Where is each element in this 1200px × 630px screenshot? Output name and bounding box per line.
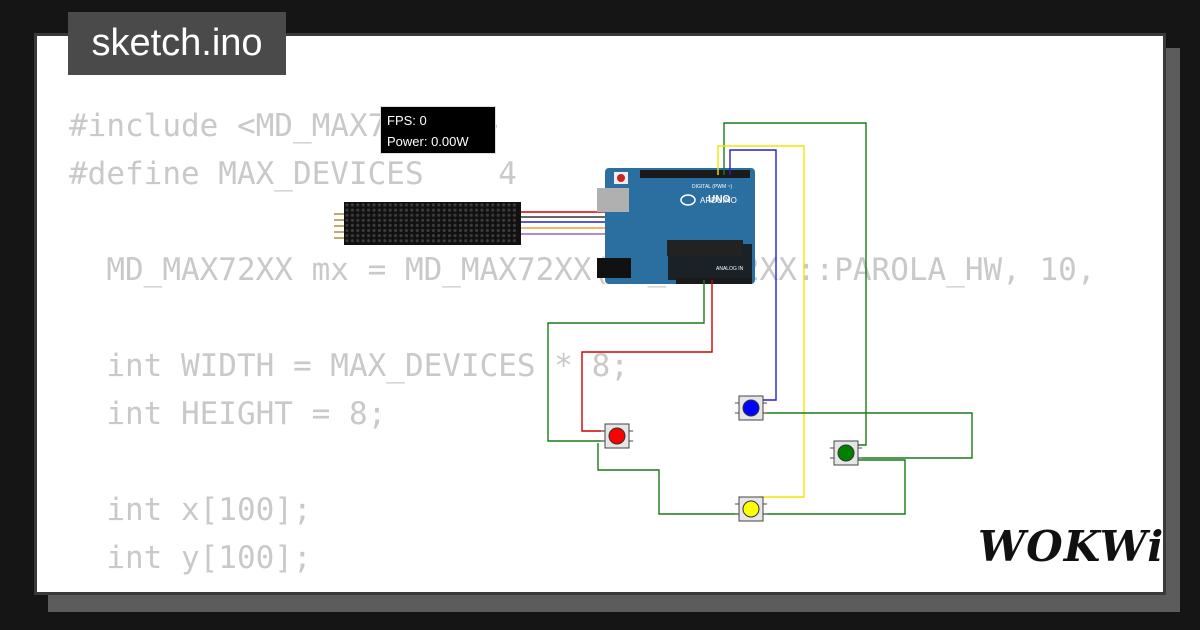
button-wires xyxy=(547,122,973,515)
digital-header-label: DIGITAL (PWM ~) xyxy=(692,184,732,190)
simulation-overlay: FPS: 0 Power: 0.00W xyxy=(380,106,496,154)
code-line: int WIDTH = MAX_DEVICES * 8; xyxy=(69,348,629,384)
green-pushbutton[interactable] xyxy=(829,440,863,466)
code-line: int x[100]; xyxy=(69,492,312,528)
file-tab[interactable]: sketch.ino xyxy=(68,12,286,75)
board-brand: ARDUINO xyxy=(700,196,737,205)
wokwi-logo: WOKWi xyxy=(978,522,1165,571)
code-line: int ... xyxy=(69,582,1096,592)
power-readout: Power: 0.00W xyxy=(387,134,469,149)
code-line: #define MAX_DEVICES 4 xyxy=(69,156,517,192)
pushbuttons xyxy=(600,395,863,522)
red-pushbutton[interactable] xyxy=(600,423,634,449)
board-model: UNO xyxy=(708,194,730,205)
code-line: int y[100]; xyxy=(69,540,312,576)
yellow-pushbutton[interactable] xyxy=(734,496,768,522)
fps-readout: FPS: 0 xyxy=(387,113,427,128)
led-matrix[interactable] xyxy=(334,202,521,245)
code-line: int HEIGHT = 8; xyxy=(69,396,387,432)
blue-pushbutton[interactable] xyxy=(734,395,768,421)
arduino-uno-board[interactable]: ARDUINO UNO DIGITAL (PWM ~) ANALOG IN xyxy=(597,168,755,284)
analog-header-label: ANALOG IN xyxy=(716,266,744,272)
